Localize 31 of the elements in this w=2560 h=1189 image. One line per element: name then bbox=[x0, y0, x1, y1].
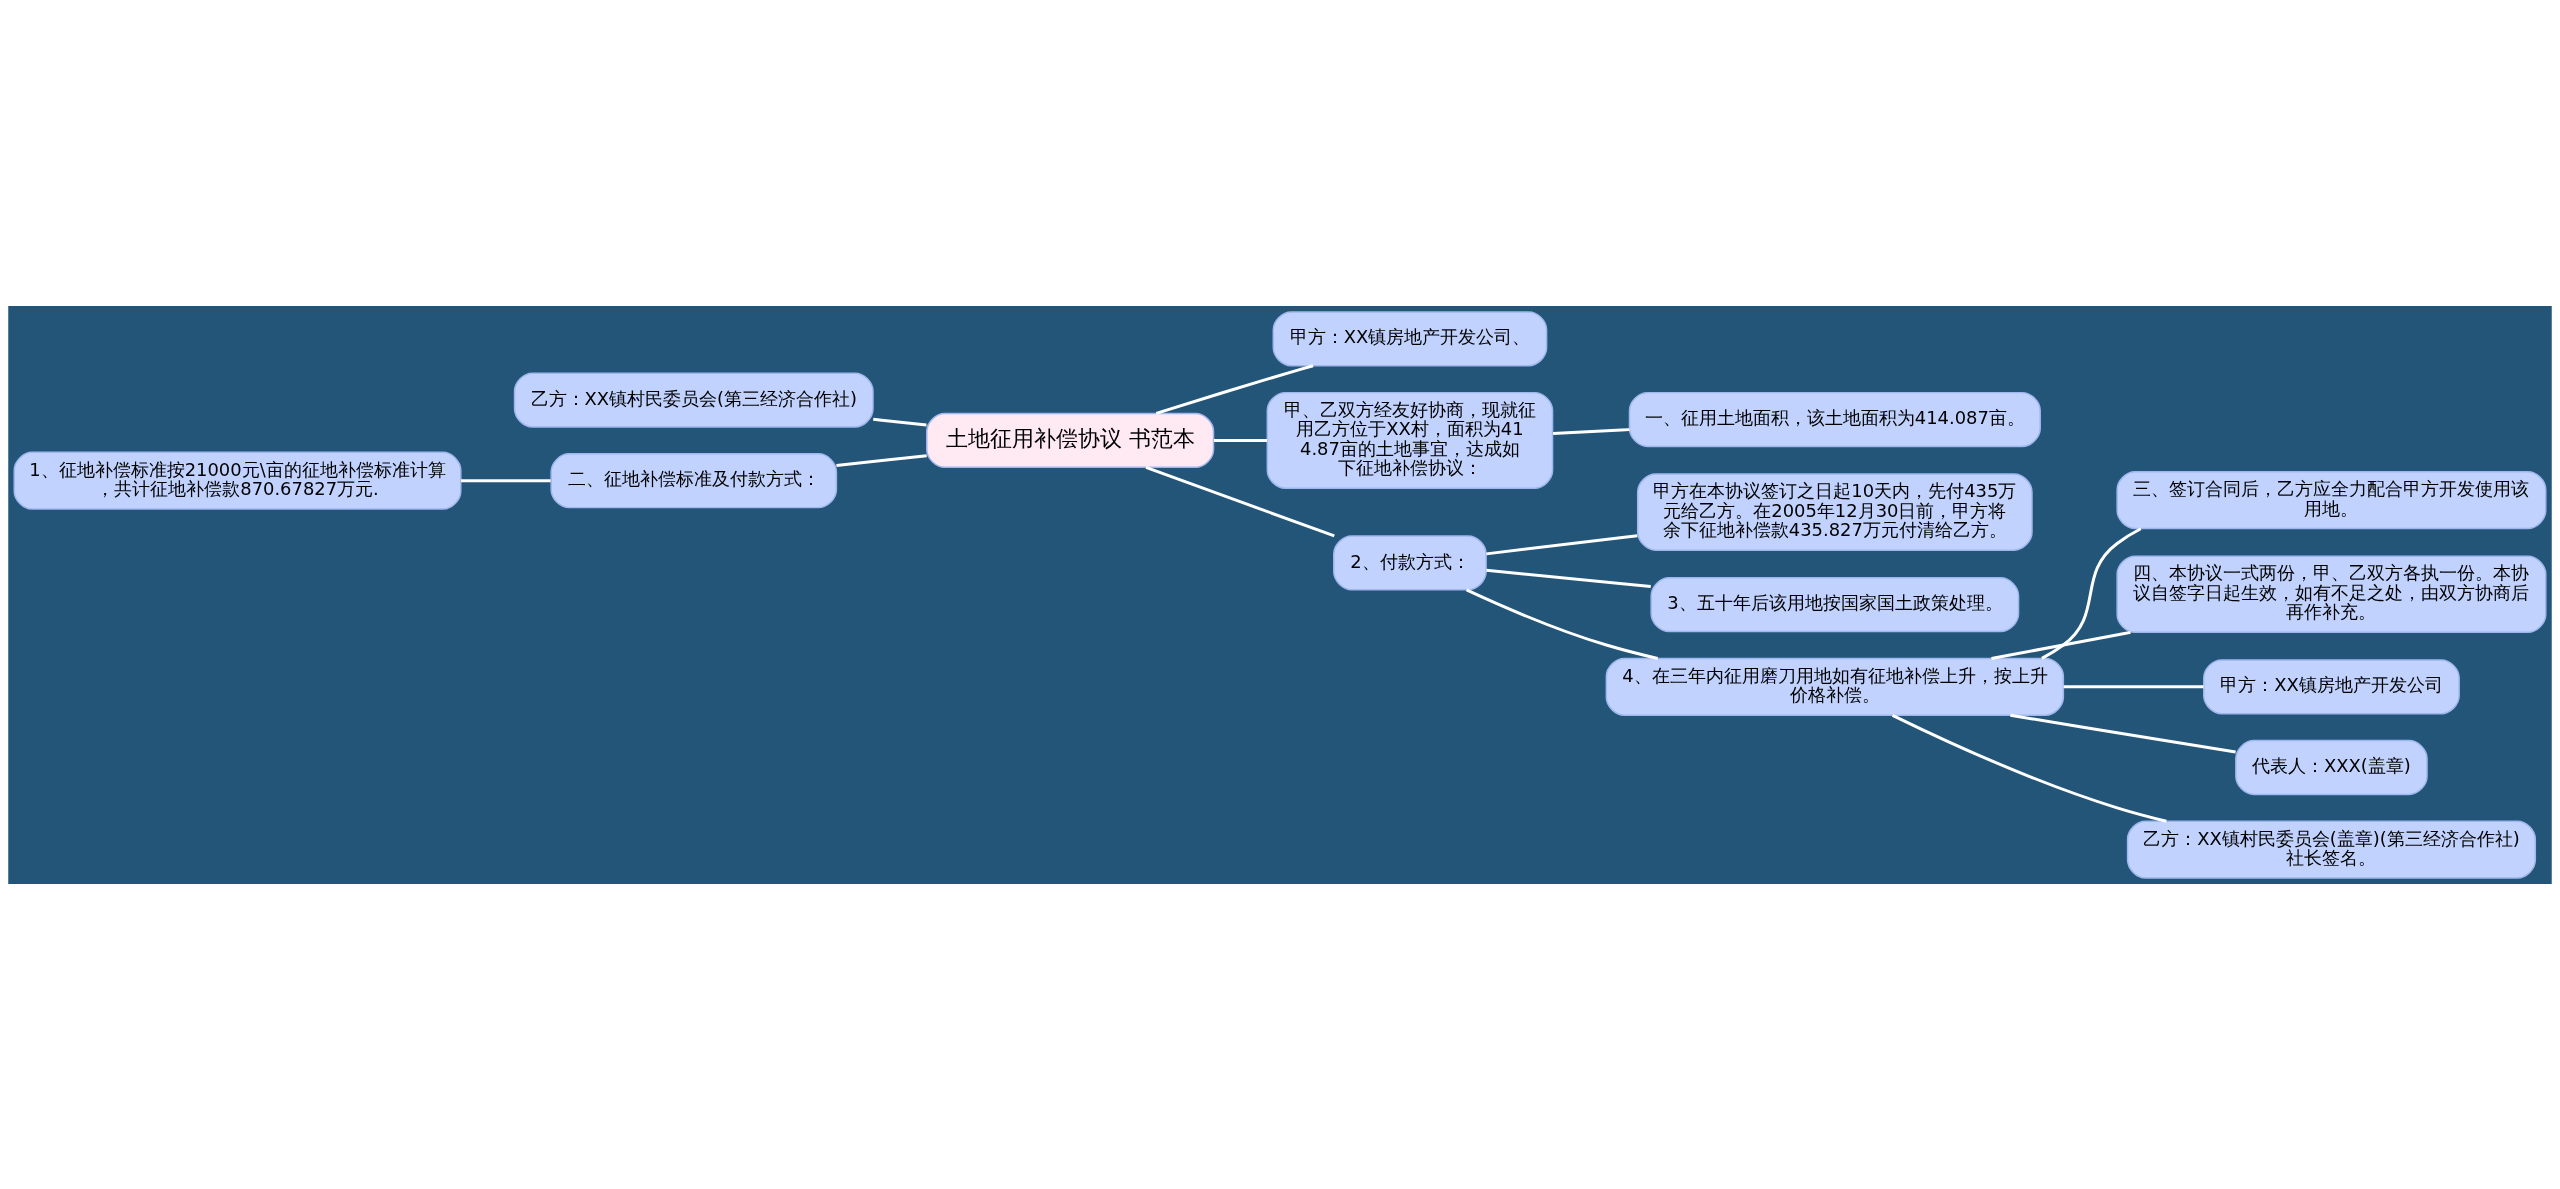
node-box: 乙方：XX镇村民委员会(第三经济合作社) bbox=[513, 371, 874, 428]
connector bbox=[1145, 465, 1335, 537]
node-box: 甲方：XX镇房地产开发公司 bbox=[2203, 658, 2460, 714]
connector bbox=[1991, 630, 2131, 660]
connector bbox=[1214, 438, 1268, 442]
connector bbox=[1553, 427, 1630, 435]
node-box: 甲方：XX镇房地产开发公司、 bbox=[1272, 310, 1548, 366]
node-box: 二、征地补偿标准及付款方式： bbox=[550, 452, 838, 508]
connector bbox=[2041, 526, 2142, 660]
connector bbox=[2010, 713, 2236, 754]
connector bbox=[1465, 588, 1659, 660]
node-box: 三、签订合同后，乙方应全力配合甲方开发使用该用地。 bbox=[2116, 470, 2547, 529]
node-box: 4、在三年内征用磨刀用地如有征地补偿上升，按上升价格补偿。 bbox=[1605, 657, 2065, 716]
connector bbox=[873, 417, 927, 427]
node-box: 甲方在本协议签订之日起10天内，先付435万元给乙方。在2005年12月30日前，甲方将余下征地补偿款435.827万元付清给乙方。 bbox=[1636, 472, 2033, 551]
connector bbox=[1155, 363, 1314, 415]
node-box: 甲、乙双方经友好协商，现就征用乙方位于XX村，面积为414.87亩的土地事宜，达成如下征地补偿协议： bbox=[1266, 391, 1554, 489]
node-box: 2、付款方式： bbox=[1333, 534, 1487, 590]
node-box: 一、征用土地面积，该土地面积为414.087亩。 bbox=[1628, 391, 2041, 447]
node-box: 代表人：XXX(盖章) bbox=[2235, 739, 2428, 795]
connector bbox=[2063, 684, 2204, 688]
node-box: 3、五十年后该用地按国家国土政策处理。 bbox=[1650, 576, 2020, 632]
node-box: 乙方：XX镇村民委员会(盖章)(第三经济合作社)社长签名。 bbox=[2126, 820, 2537, 879]
connector bbox=[836, 453, 927, 467]
connector bbox=[1486, 568, 1651, 588]
connector bbox=[1891, 713, 2167, 823]
node-box: 土地征用补偿协议 书范本 bbox=[926, 412, 1215, 468]
connector bbox=[461, 478, 551, 482]
node-box: 1、征地补偿标准按21000元\亩的征地补偿标准计算，共计征地补偿款870.67827万元. bbox=[13, 451, 462, 510]
connector bbox=[1486, 533, 1638, 555]
node-box: 四、本协议一式两份，甲、乙双方各执一份。本协议自签字日起生效，如有不足之处，由双方协商后再作补充。 bbox=[2116, 554, 2547, 633]
